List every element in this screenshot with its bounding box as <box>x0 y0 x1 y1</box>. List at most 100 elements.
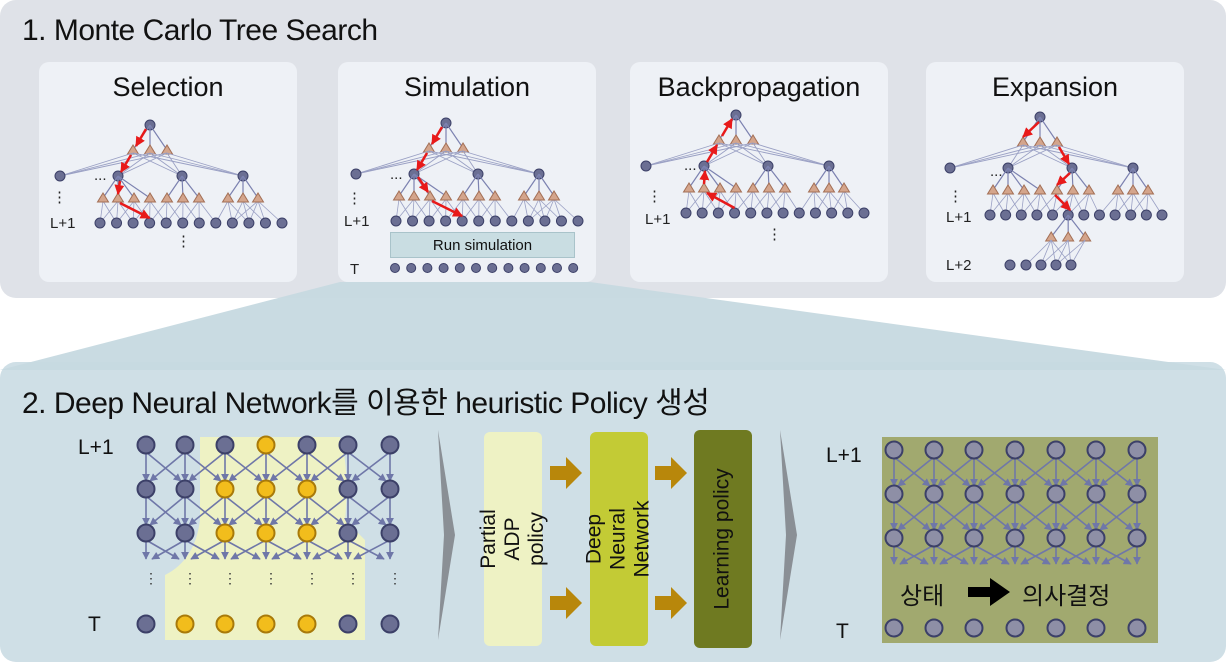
learned-state-node <box>884 484 904 504</box>
grid-arrow <box>145 451 182 482</box>
grid-vdots: ⋮ <box>305 570 319 586</box>
action-triangle <box>251 192 265 203</box>
expansion-card: Expansion <box>926 62 1184 282</box>
backprop-l1-label: L+1 <box>645 211 671 228</box>
state-node <box>136 614 156 634</box>
expansion-ellipsis: ... <box>990 163 1003 180</box>
action-triangle <box>1017 184 1031 195</box>
tree-edge <box>227 175 244 199</box>
state-node <box>136 523 156 543</box>
simulation-title: Simulation <box>403 72 531 102</box>
grid-arrow <box>149 451 186 482</box>
decision-label: 의사결정 <box>1022 583 1111 610</box>
policy-state-node <box>256 523 276 543</box>
tree-edge <box>767 165 786 189</box>
grid-arrow <box>184 539 220 560</box>
red-path-arrow <box>1057 146 1071 165</box>
action-triangle <box>1141 184 1155 195</box>
learned-state-node <box>1086 528 1106 548</box>
policy-state-node <box>297 479 317 499</box>
action-triangle <box>456 142 470 153</box>
action-triangle <box>221 192 235 203</box>
red-path-arrow <box>119 154 133 173</box>
action-triangle <box>111 192 125 203</box>
tree-edge <box>735 142 830 167</box>
action-triangle <box>778 182 792 193</box>
leaf-node <box>177 217 189 229</box>
action-triangle <box>712 134 726 145</box>
tree-edge <box>703 165 737 189</box>
grid-arrow <box>347 451 387 482</box>
tree-edge <box>355 150 430 175</box>
action-triangle <box>192 192 206 203</box>
learned-state-node <box>884 440 904 460</box>
learned-state-node <box>1005 484 1025 504</box>
leaf-node <box>193 217 205 229</box>
action-triangle <box>1033 136 1047 147</box>
grid-arrow <box>1014 500 1053 531</box>
grid-arrow <box>937 456 975 487</box>
policy-state-node <box>297 614 317 634</box>
learned-state-node <box>1005 528 1025 548</box>
grid-arrow <box>149 495 186 526</box>
grid-arrow <box>347 539 385 560</box>
chevron-arrow-2 <box>780 430 797 640</box>
action-triangle <box>126 144 140 155</box>
grid-arrow <box>1095 500 1134 531</box>
action-triangle <box>423 190 437 201</box>
grid-arrow <box>188 495 226 526</box>
simulation-l1-label: L+1 <box>344 213 370 230</box>
leaf-node <box>456 215 468 227</box>
grid-arrow <box>937 500 975 531</box>
grid-arrow <box>269 451 308 482</box>
grid-arrow <box>897 456 935 487</box>
tree-edge <box>1071 167 1090 191</box>
tree-edge <box>428 150 479 175</box>
action-triangle <box>488 190 502 201</box>
tree-edge <box>355 150 447 175</box>
partial-adp-policy-label: Partial ADP policy <box>477 509 548 569</box>
grid-arrow <box>306 539 343 560</box>
action-triangle <box>422 142 436 153</box>
chevron-arrow-1 <box>438 430 455 640</box>
mcts-title: 1. Monte Carlo Tree Search <box>22 14 378 47</box>
grid-arrow <box>1018 456 1057 487</box>
grid-l1-label: L+1 <box>78 436 114 459</box>
terminal-node <box>438 263 449 273</box>
action-triangle <box>1082 184 1096 195</box>
red-path-arrow <box>119 201 151 220</box>
mid-node <box>640 160 652 172</box>
leaf-node <box>1078 209 1090 221</box>
tree-edge <box>1039 144 1134 169</box>
backprop-arrow <box>699 170 710 185</box>
tree-edge <box>538 173 555 197</box>
grid-vdots: ⋮ <box>388 570 402 586</box>
grid-vdots: ⋮ <box>144 570 158 586</box>
tree-edge <box>688 165 705 189</box>
action-triangle <box>746 134 760 145</box>
grid-arrow <box>1059 500 1097 531</box>
tree-edge <box>117 175 151 199</box>
expansion-vdots: ⋮ <box>948 188 963 205</box>
grid-arrow <box>1099 500 1138 531</box>
leaf-node <box>1140 209 1152 221</box>
grid-arrow <box>269 495 308 526</box>
policy-state-node <box>215 479 235 499</box>
grid-arrow <box>306 495 345 526</box>
action-triangle <box>1111 184 1125 195</box>
action-triangle <box>517 190 531 201</box>
leaf-node <box>127 217 139 229</box>
learned-state-node <box>884 618 904 638</box>
mid-node <box>944 162 956 174</box>
learned-state-node <box>1127 440 1147 460</box>
backprop-arrow <box>720 118 734 137</box>
leaf-node <box>489 215 501 227</box>
terminal-node <box>487 263 498 273</box>
tree-edge <box>242 175 259 199</box>
policy-state-node <box>256 614 276 634</box>
tree-edge <box>445 122 464 149</box>
grid-arrow <box>933 500 971 531</box>
action-triangle <box>439 190 453 201</box>
grid-arrow <box>312 539 349 560</box>
